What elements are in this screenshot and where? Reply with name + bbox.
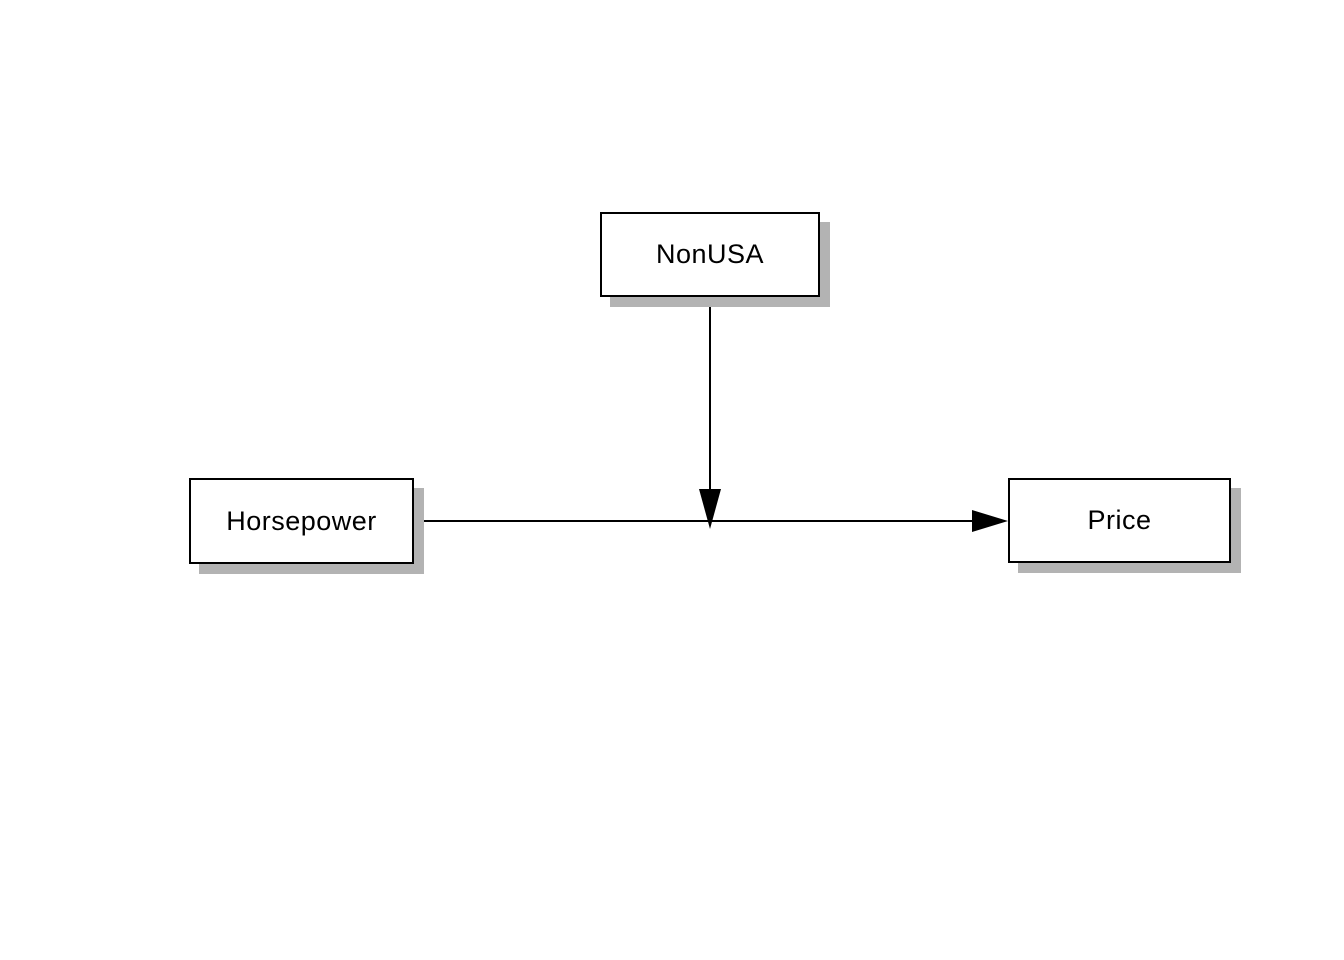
arrowhead-right-icon: [972, 510, 1008, 532]
node-nonusa: NonUSA: [600, 212, 820, 297]
arrowhead-down-icon: [699, 489, 721, 529]
node-nonusa-label: NonUSA: [655, 239, 765, 269]
node-horsepower: Horsepower: [189, 478, 414, 564]
node-price: Price: [1008, 478, 1231, 563]
node-horsepower-label: Horsepower: [226, 505, 377, 536]
edge-horsepower-to-price: [414, 510, 1008, 532]
edge-nonusa-to-path: [699, 297, 721, 529]
node-price-label: Price: [1087, 505, 1152, 535]
